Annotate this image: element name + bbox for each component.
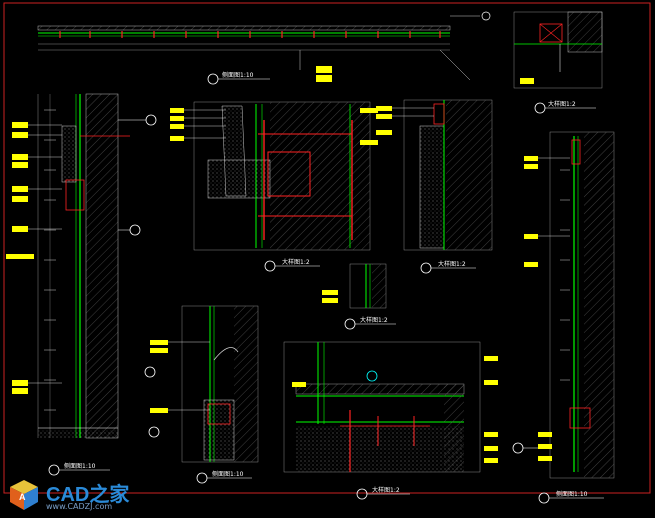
top-right-title: 大样图1:2 bbox=[548, 100, 576, 108]
right-elevation-view: 侧面图1:10 bbox=[512, 131, 615, 504]
bottom-left-title: 侧面图1:10 bbox=[212, 470, 244, 478]
top-right-detail: 大样图1:2 bbox=[513, 11, 603, 114]
center-small-title: 大样图1:2 bbox=[360, 316, 388, 324]
brand-url[interactable]: www.CADZJ.com bbox=[46, 502, 113, 511]
bottom-center-fixings bbox=[340, 410, 430, 472]
left-elevation-title: 侧面图1:10 bbox=[64, 462, 96, 470]
left-elevation-tags bbox=[6, 122, 62, 394]
top-strip-view: 侧面图1:10 bbox=[37, 11, 491, 85]
center-detail-tags bbox=[170, 108, 378, 145]
right-small-detail: 大样图1:2 bbox=[376, 99, 493, 274]
drawing-frame bbox=[3, 2, 651, 494]
center-small-detail: 大样图1:2 bbox=[322, 263, 396, 330]
center-detail-fixings bbox=[258, 120, 353, 240]
svg-text:A: A bbox=[19, 492, 26, 502]
center-detail-title: 大样图1:2 bbox=[282, 258, 310, 266]
right-small-title: 大样图1:2 bbox=[438, 260, 466, 268]
top-strip-fixings bbox=[59, 31, 441, 38]
bottom-center-title: 大样图1:2 bbox=[372, 486, 400, 494]
bottom-center-detail: 大样图1:2 bbox=[283, 341, 498, 500]
right-elevation-title: 侧面图1:10 bbox=[556, 490, 588, 498]
cube-logo-icon: A bbox=[10, 480, 38, 510]
brand-name: CAD之家 bbox=[46, 484, 130, 506]
left-elevation-view: 侧面图1:10 bbox=[6, 93, 157, 476]
left-elevation-ticks bbox=[44, 109, 56, 411]
bottom-left-detail: 侧面图1:10 bbox=[144, 305, 259, 484]
center-detail-view: 大样图1:2 bbox=[170, 101, 378, 272]
top-strip-title: 侧面图1:10 bbox=[222, 71, 254, 79]
right-elevation-ticks bbox=[560, 169, 570, 381]
